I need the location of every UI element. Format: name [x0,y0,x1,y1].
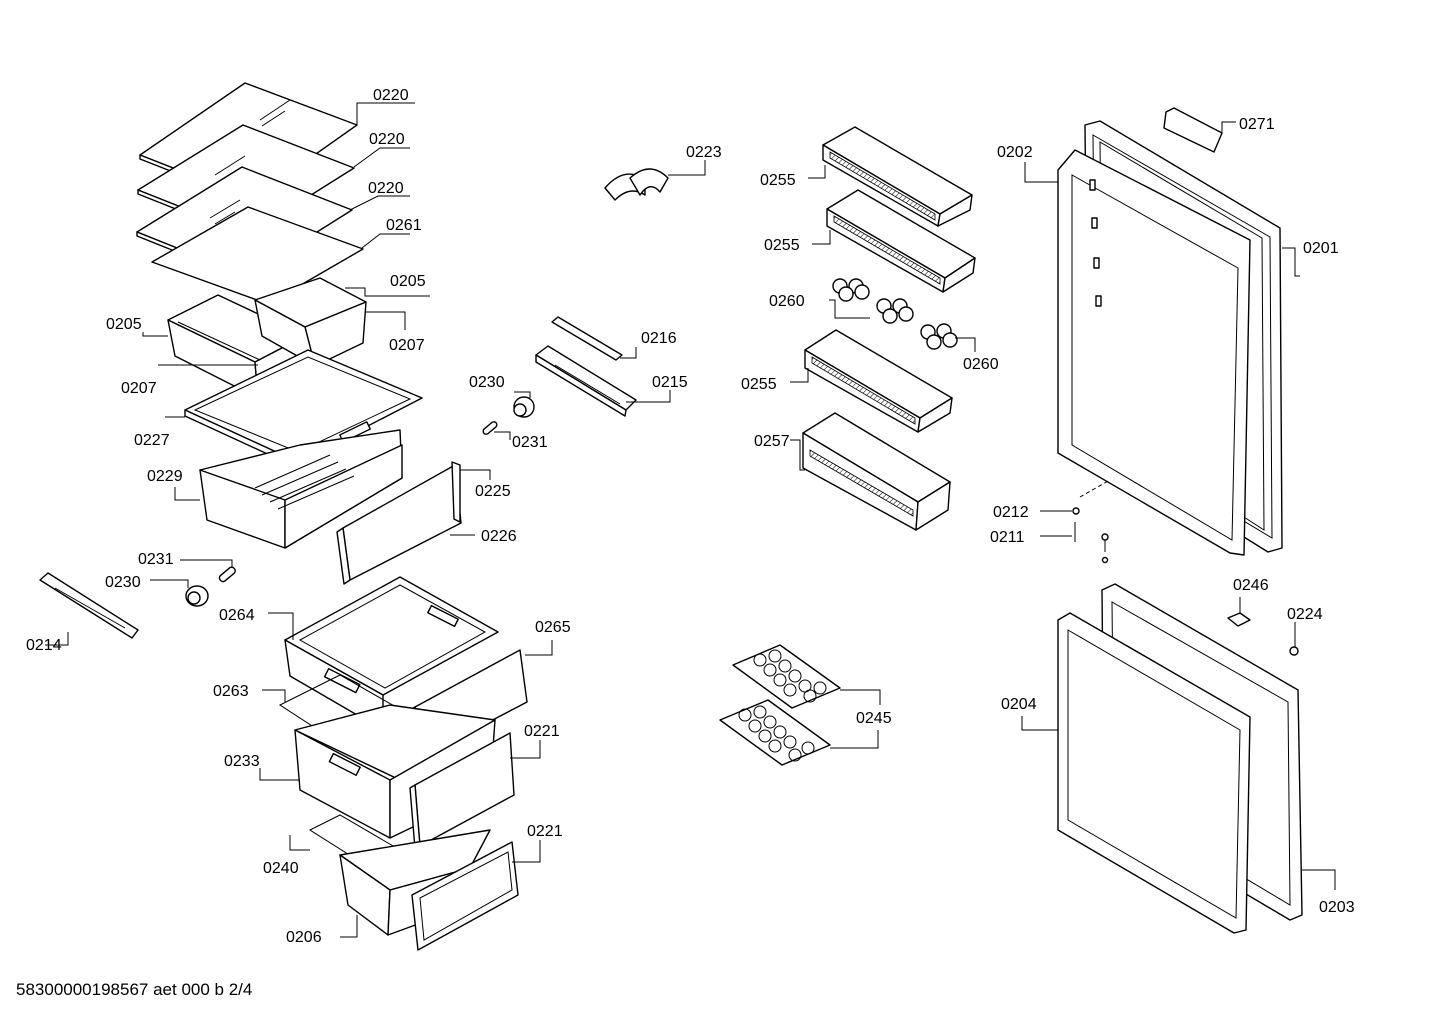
label-0211: 0211 [990,529,1025,546]
egg-tray-0260-b [876,298,914,324]
label-0202: 0202 [997,144,1033,161]
door-shelf-0255-second [826,189,976,293]
guide-rail-0214 [39,572,139,639]
label-0257: 0257 [754,433,790,450]
label-0231-left: 0231 [138,551,174,568]
label-0212: 0212 [993,504,1029,521]
drawer-0264 [284,576,499,731]
drawer-front-0221-lower [411,841,519,951]
screw-0212 [1072,507,1080,515]
label-0205-left: 0205 [106,316,142,333]
rail-0225 [451,461,461,523]
door-shelf-0257 [802,412,951,531]
label-0271 [1163,107,1223,153]
label-0260-right: 0260 [963,356,999,373]
drawer-0229 [199,429,403,549]
label-0203: 0203 [1319,899,1355,916]
label-0263: 0263 [213,683,249,700]
assembly-line [1079,479,1111,498]
box-0205-right [254,277,367,367]
label-0220-top: 0220 [373,87,409,104]
label-0229: 0229 [147,468,183,485]
label-0221-lower: 0221 [527,823,563,840]
label-0214: 0214 [26,637,62,654]
label-0255-top: 0255 [760,172,796,189]
label-0207-right: 0207 [389,337,425,354]
bracket-0223 [604,168,669,201]
label-0233: 0233 [224,753,260,770]
label-0223: 0223 [686,144,722,161]
label-0271: 0271 [1239,116,1275,133]
gasket-0202 [1057,149,1251,556]
screw-0211 [1074,522,1109,564]
cover-plate-0261 [151,206,364,305]
pin-0231-left [218,566,236,583]
strip-0216 [551,316,623,361]
label-0204: 0204 [1001,696,1037,713]
ice-tray-0245-bottom [719,699,831,766]
label-0227: 0227 [134,432,170,449]
label-0226: 0226 [481,528,517,545]
drawer-front-0226 [336,464,462,585]
label-0215: 0215 [652,374,688,391]
label-0216: 0216 [641,330,677,347]
rail-0215 [535,345,637,417]
leader-lines [45,102,1336,938]
wheel-0230-left [185,585,209,607]
label-0230-center: 0230 [469,374,505,391]
label-0265: 0265 [535,619,571,636]
label-0245: 0245 [856,710,892,727]
label-0201: 0201 [1303,240,1339,257]
label-0224: 0224 [1287,606,1323,623]
label-0225: 0225 [475,483,511,500]
drawer-front-0221-upper [409,732,515,850]
label-0255-second: 0255 [764,237,800,254]
label-0240: 0240 [263,860,299,877]
gasket-0204 [1057,612,1251,934]
label-0220-lower: 0220 [368,180,404,197]
label-0220-middle: 0220 [369,131,405,148]
label-0206: 0206 [286,929,322,946]
document-id-footer: 58300000198567 aet 000 b 2/4 [16,980,253,999]
door-shelf-0255-top [822,126,973,227]
clip-0224 [1289,646,1299,656]
door-shelf-0255-third [804,329,953,433]
label-0230-left: 0230 [105,574,141,591]
clip-0246 [1227,612,1251,627]
ice-tray-0245-top [732,644,841,709]
label-0221-upper: 0221 [524,723,560,740]
egg-tray-0260-a [832,278,870,302]
pin-0231-center [482,421,498,435]
label-0205-right: 0205 [390,273,426,290]
label-0231-center: 0231 [512,434,548,451]
label-0264: 0264 [219,607,255,624]
label-0207-left: 0207 [121,380,157,397]
label-0261: 0261 [386,217,422,234]
wheel-0230-center [513,396,535,418]
label-0255-third: 0255 [741,376,777,393]
label-0246: 0246 [1233,577,1269,594]
part-labels: 0220 0220 0220 0261 0205 0205 0207 0207 … [26,87,1355,946]
label-0260-left: 0260 [769,293,805,310]
egg-tray-0260-c [920,323,958,350]
